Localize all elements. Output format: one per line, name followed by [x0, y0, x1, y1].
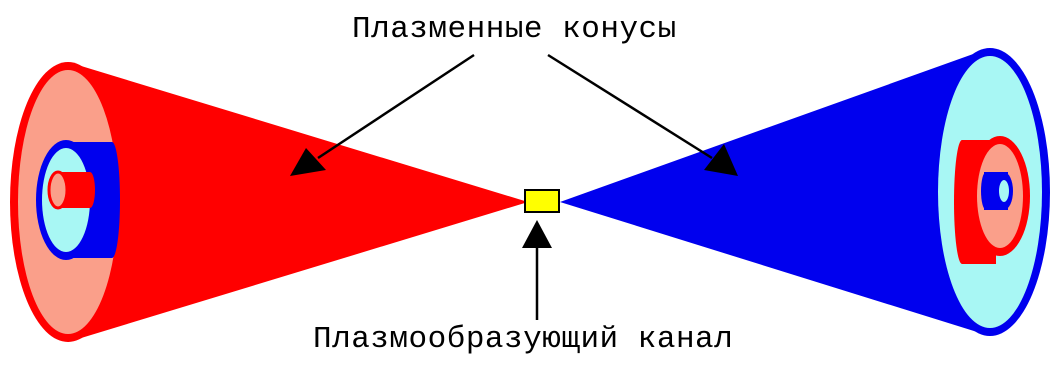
- right-inner-red-tube-end: [954, 140, 970, 264]
- plasma-channel: [524, 189, 560, 213]
- left-plasma-cone: [10, 62, 528, 342]
- arrow-to-blue-cone: [547, 53, 738, 176]
- right-plasma-cone: [560, 48, 1050, 336]
- arrow-to-channel-head: [522, 220, 552, 248]
- right-inner-blue-rod-end: [981, 172, 991, 210]
- left-inner-red-rod-face: [47, 170, 69, 210]
- left-inner-red-rod-end: [85, 172, 95, 208]
- left-inner-blue-tube-end: [104, 142, 120, 258]
- left-cone-body: [68, 62, 528, 342]
- right-cone-body: [560, 48, 990, 336]
- arrow-to-red-cone: [290, 53, 475, 176]
- arrow-to-blue-cone-head: [704, 144, 738, 176]
- plasma-cones-label: Плазменные конусы: [352, 12, 677, 47]
- arrow-to-channel: [522, 220, 552, 320]
- plasma-channel-label: Плазмообразующий канал: [313, 322, 734, 357]
- right-inner-cyan-dot: [999, 180, 1009, 202]
- arrow-to-red-cone-head: [290, 148, 326, 176]
